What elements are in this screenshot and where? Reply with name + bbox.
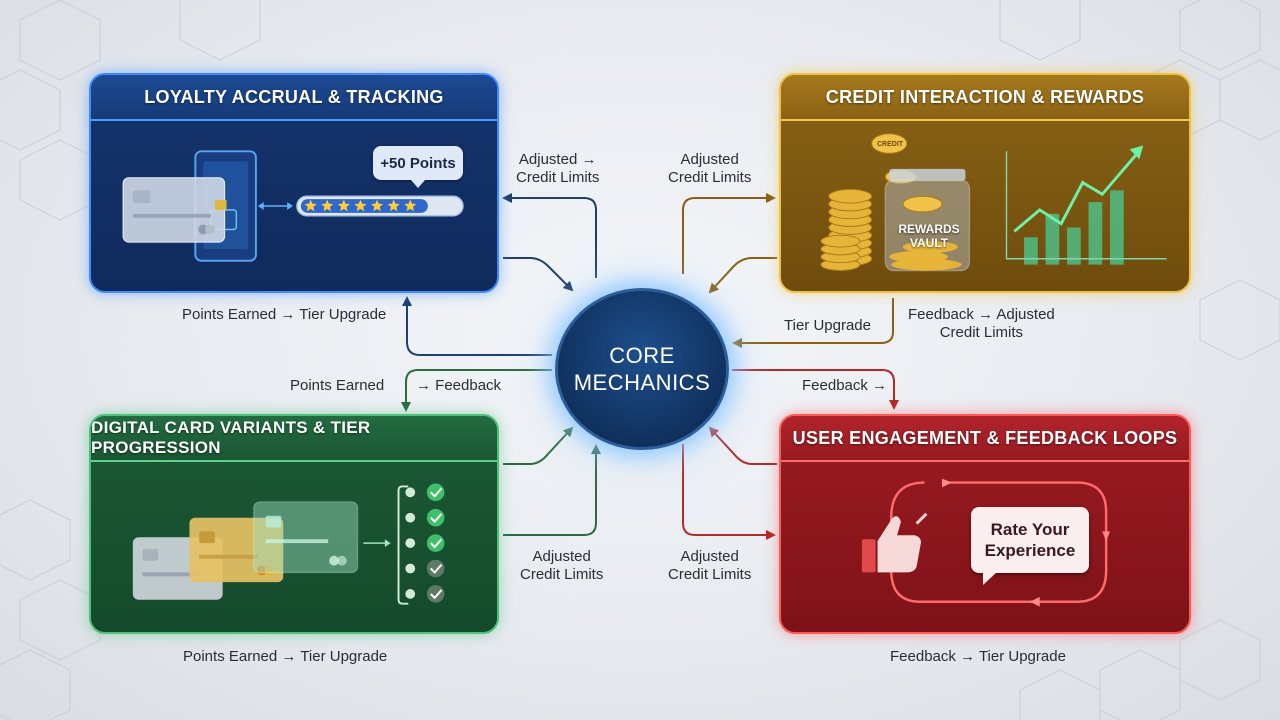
label-line: Credit Limits <box>668 566 752 583</box>
arrow-credit-to-core <box>708 257 777 294</box>
rate-experience-bubble[interactable]: Rate Your Experience <box>971 507 1089 585</box>
arrow-core-to-digital <box>401 369 552 412</box>
card-glass-icon <box>253 501 359 574</box>
tier-dot <box>405 538 416 548</box>
card-gold-icon <box>189 517 284 583</box>
growth-chart-icon <box>1024 190 1124 265</box>
arrow-core-to-loyalty-bottom <box>402 296 552 356</box>
points-badge: +50 Points <box>373 146 463 188</box>
tier-dot <box>405 487 416 498</box>
label-feedback-left: → Feedback <box>416 377 502 394</box>
thumbs-up-icon <box>861 516 921 573</box>
credit-card-icon <box>122 177 226 243</box>
label-line: Adjusted <box>680 548 739 565</box>
rewards-vault-label: REWARDS VAULT <box>889 222 969 250</box>
caption-loyalty: Points Earned → Tier Upgrade <box>182 306 387 323</box>
label-feedback-adjusted: Feedback → Adjusted Credit Limits <box>908 306 1055 342</box>
check-icon <box>426 534 445 552</box>
core-mechanics-hub: CORE MECHANICS <box>555 288 729 450</box>
bubble-line-1: Rate Your <box>990 520 1070 539</box>
arrow-digital-to-core <box>503 426 574 465</box>
label-bottom-right-adjusted: Adjusted Credit Limits <box>668 548 751 584</box>
loyalty-illustration <box>122 150 464 262</box>
vault-line-2: VAULT <box>909 236 949 250</box>
arrow-core-to-engagement <box>732 369 899 410</box>
tier-dot <box>405 512 416 523</box>
tier-dot <box>405 589 416 599</box>
checkmark-icon <box>430 563 443 574</box>
vault-line-1: REWARDS <box>898 222 960 236</box>
check-icon <box>426 508 445 527</box>
label-feedback-right: Feedback → <box>802 377 888 394</box>
arrow-core-to-credit <box>682 193 776 274</box>
floating-coin <box>871 133 908 154</box>
checkmark-icon <box>430 513 443 524</box>
panel-title-engagement: USER ENGAGEMENT & FEEDBACK LOOPS <box>781 416 1189 462</box>
trend-line <box>1013 152 1139 233</box>
star-icon <box>337 199 350 212</box>
panel-title-credit: CREDIT INTERACTION & REWARDS <box>781 75 1189 121</box>
rewards-jar-icon <box>884 168 971 272</box>
credit-illustration <box>820 133 1167 272</box>
label-line: Adjusted <box>532 548 591 565</box>
panel-credit-interaction: CREDIT INTERACTION & REWARDS <box>779 73 1191 293</box>
checkmark-icon <box>430 487 443 498</box>
panel-title-digital: DIGITAL CARD VARIANTS & TIER PROGRESSION <box>91 416 497 462</box>
label-top-right-adjusted: Adjusted Credit Limits <box>668 151 751 187</box>
core-line-2: MECHANICS <box>573 370 711 395</box>
star-icon <box>370 199 384 212</box>
panel-user-engagement: USER ENGAGEMENT & FEEDBACK LOOPS Rate Yo… <box>779 414 1191 634</box>
label-line: Credit Limits <box>939 324 1024 341</box>
checkmark-icon <box>430 589 443 600</box>
caption-digital: Points Earned → Tier Upgrade <box>183 648 388 665</box>
arrow-digital-to-core-bottom <box>503 444 601 536</box>
star-icon <box>304 199 317 212</box>
panel-loyalty-accrual: LOYALTY ACCRUAL & TRACKING <box>89 73 499 293</box>
digital-illustration <box>132 483 445 605</box>
arrow-credit-to-core-tier <box>732 298 894 348</box>
arrow-loyalty-to-core <box>503 257 574 292</box>
label-line: Feedback → Adjusted <box>908 306 1055 323</box>
tier-checklist <box>405 483 445 603</box>
feedback-loop-path <box>889 481 1108 603</box>
label-line: Credit Limits <box>520 566 604 583</box>
coin-label: CREDIT <box>877 141 904 148</box>
caption-engagement: Feedback → Tier Upgrade <box>890 648 1066 665</box>
star-rating <box>304 199 417 212</box>
bubble-line-2: Experience <box>984 541 1076 560</box>
label-line: Adjusted <box>680 151 739 168</box>
tier-track <box>397 485 409 605</box>
checkmark-icon <box>430 538 443 549</box>
star-icon <box>354 199 367 212</box>
arrow-core-to-engagement-bottom <box>682 444 776 540</box>
arrow-engagement-to-core <box>708 426 777 465</box>
coin-stack-icon <box>820 188 873 271</box>
label-top-left-adjusted: Adjusted → Credit Limits <box>516 151 599 187</box>
check-icon <box>426 559 445 578</box>
check-icon <box>426 483 445 502</box>
core-line-1: CORE <box>609 343 675 368</box>
star-icon <box>387 199 400 212</box>
label-tier-upgrade: Tier Upgrade <box>784 317 871 334</box>
star-icon <box>404 199 417 212</box>
check-icon <box>426 585 445 603</box>
engagement-illustration <box>861 478 1111 607</box>
tier-dot <box>405 563 416 574</box>
label-line: Adjusted → <box>518 151 597 168</box>
star-icon <box>321 199 334 212</box>
label-bottom-left-adjusted: Adjusted Credit Limits <box>520 548 603 584</box>
panel-title-loyalty: LOYALTY ACCRUAL & TRACKING <box>91 75 497 121</box>
arrow-core-to-loyalty-top <box>502 193 597 278</box>
label-points-earned: Points Earned <box>290 377 385 394</box>
panel-digital-card-variants: DIGITAL CARD VARIANTS & TIER PROGRESSION <box>89 414 499 634</box>
label-line: Credit Limits <box>668 169 752 186</box>
label-line: Credit Limits <box>516 169 600 186</box>
